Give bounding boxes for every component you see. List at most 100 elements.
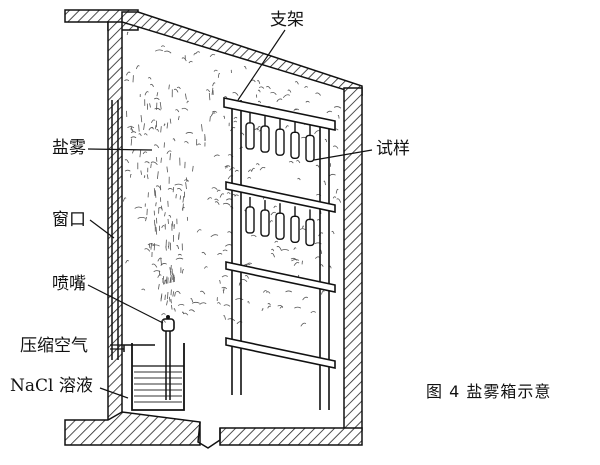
mist-fleck bbox=[186, 132, 193, 133]
mist-fleck bbox=[156, 203, 157, 206]
mist-fleck bbox=[197, 144, 200, 145]
mist-fleck bbox=[128, 127, 135, 128]
spray-streak bbox=[157, 171, 158, 179]
mist-fleck bbox=[281, 250, 289, 251]
mist-fleck bbox=[143, 152, 147, 154]
spray-streak bbox=[156, 157, 157, 162]
mist-fleck bbox=[306, 101, 310, 102]
spray-streak bbox=[160, 102, 161, 109]
mist-fleck bbox=[220, 194, 224, 198]
spray-streak bbox=[141, 171, 142, 175]
spray-streak bbox=[210, 116, 211, 121]
spray-streak bbox=[167, 292, 168, 299]
mist-fleck bbox=[182, 269, 183, 273]
mist-fleck bbox=[333, 197, 336, 199]
mist-fleck bbox=[176, 291, 180, 293]
mist-fleck bbox=[233, 92, 239, 95]
spray-streak bbox=[174, 224, 175, 229]
spray-streak bbox=[161, 126, 162, 132]
mist-fleck bbox=[262, 309, 263, 311]
mist-fleck bbox=[248, 302, 250, 304]
spray-streak bbox=[161, 258, 162, 265]
mist-fleck bbox=[149, 128, 153, 131]
mist-fleck bbox=[184, 142, 188, 144]
mist-fleck bbox=[164, 51, 171, 53]
mist-fleck bbox=[223, 203, 230, 205]
mist-fleck bbox=[334, 107, 341, 109]
spray-streak bbox=[141, 115, 142, 122]
mist-fleck bbox=[196, 52, 200, 54]
spray-streak bbox=[146, 217, 147, 221]
mist-fleck bbox=[275, 241, 278, 242]
mist-fleck bbox=[252, 80, 256, 82]
mist-fleck bbox=[277, 246, 281, 250]
spray-streak bbox=[172, 221, 173, 226]
mist-fleck bbox=[235, 170, 238, 171]
spray-streak bbox=[158, 284, 159, 289]
specimen bbox=[261, 200, 269, 236]
mist-fleck bbox=[321, 265, 324, 267]
mist-fleck bbox=[213, 83, 216, 86]
mist-fleck bbox=[233, 194, 236, 196]
mist-fleck bbox=[222, 276, 228, 277]
mist-fleck bbox=[316, 165, 319, 167]
spray-streak bbox=[165, 295, 166, 300]
nozzle-label: 喷嘴 bbox=[52, 276, 86, 293]
spray-streak bbox=[169, 297, 170, 302]
spray-streak bbox=[186, 177, 187, 182]
floor-left bbox=[65, 412, 200, 445]
spray-streak bbox=[144, 123, 145, 130]
mist-fleck bbox=[272, 249, 274, 251]
mist-fleck bbox=[173, 139, 175, 141]
mist-fleck bbox=[333, 146, 338, 149]
mist-fleck bbox=[298, 178, 301, 180]
mist-fleck bbox=[152, 245, 159, 246]
mist-fleck bbox=[175, 184, 183, 185]
mist-fleck bbox=[131, 137, 136, 138]
mist-fleck bbox=[235, 299, 243, 300]
spray-streak bbox=[157, 92, 158, 96]
mist-fleck bbox=[311, 311, 316, 312]
mist-fleck bbox=[145, 162, 150, 164]
spray-streak bbox=[170, 267, 171, 273]
mist-fleck bbox=[148, 78, 151, 80]
spray-streak bbox=[155, 125, 156, 129]
mist-fleck bbox=[126, 260, 129, 263]
mist-fleck bbox=[303, 297, 308, 300]
mist-fleck bbox=[191, 299, 193, 302]
mist-fleck bbox=[139, 134, 142, 136]
mist-fleck bbox=[144, 176, 145, 178]
spray-streak bbox=[167, 300, 168, 305]
spray-streak bbox=[183, 196, 184, 203]
nozzle bbox=[162, 315, 174, 331]
mist-fleck bbox=[325, 139, 327, 142]
specimens bbox=[246, 113, 314, 245]
mist-fleck bbox=[294, 307, 300, 308]
mist-fleck bbox=[227, 193, 230, 194]
spray-streak bbox=[179, 232, 180, 240]
drain bbox=[198, 422, 220, 448]
mist-fleck bbox=[124, 80, 128, 81]
spray-streak bbox=[165, 212, 166, 216]
spray-streak bbox=[150, 103, 151, 107]
mist-fleck bbox=[169, 215, 171, 217]
mist-fleck bbox=[177, 87, 180, 89]
mist-fleck bbox=[301, 323, 306, 326]
mist-fleck bbox=[321, 291, 324, 295]
mist-fleck bbox=[259, 87, 264, 89]
mist-fleck bbox=[303, 226, 304, 228]
mist-fleck bbox=[145, 249, 150, 252]
specimen bbox=[246, 113, 254, 149]
spray-streak bbox=[140, 150, 141, 157]
mist-fleck bbox=[266, 292, 270, 294]
mist-fleck bbox=[214, 155, 220, 157]
mist-fleck bbox=[244, 66, 246, 69]
specimen bbox=[276, 203, 284, 239]
mist-fleck bbox=[283, 95, 289, 98]
mist-fleck bbox=[291, 260, 299, 261]
mist-fleck bbox=[152, 264, 157, 267]
spray-streak bbox=[166, 277, 167, 284]
mist-fleck bbox=[316, 93, 321, 96]
mist-fleck bbox=[329, 174, 335, 176]
